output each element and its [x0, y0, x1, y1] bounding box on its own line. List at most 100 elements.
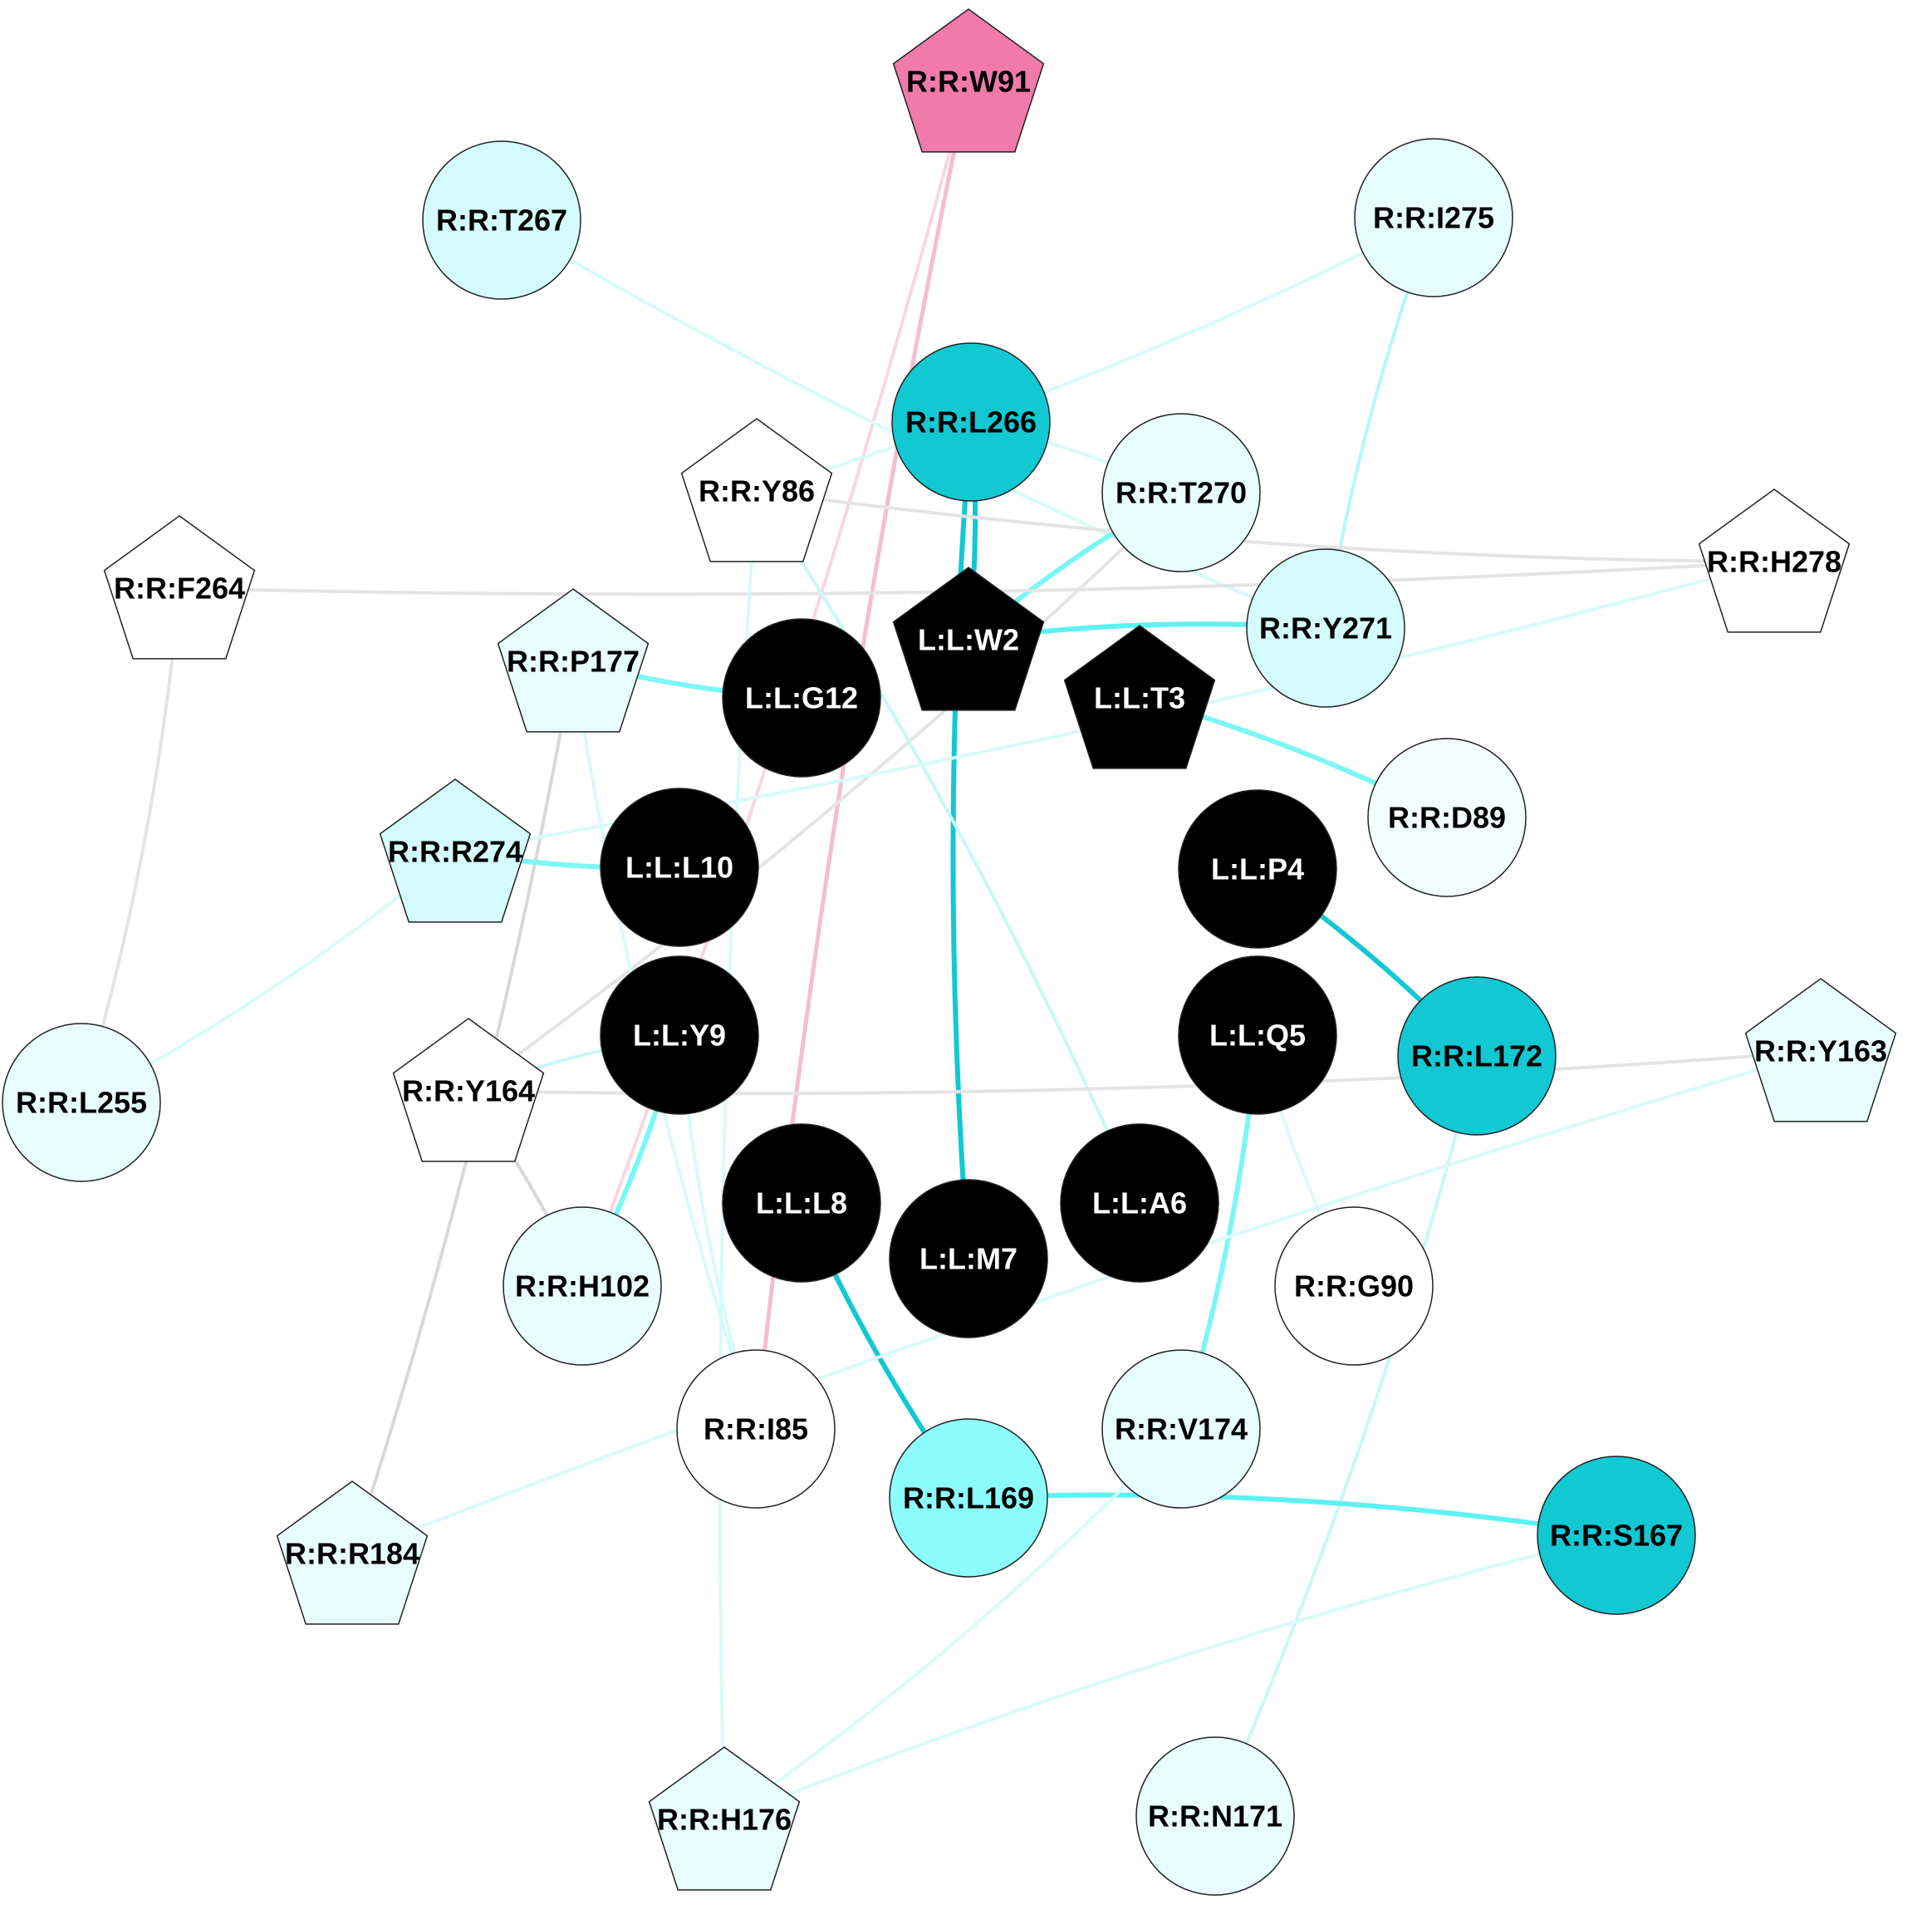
node-pentagon-y86	[680, 418, 833, 562]
node-h102: R:R:H102	[503, 1206, 662, 1366]
node-d89: R:R:D89	[1367, 738, 1527, 897]
node-y164: R:R:Y164	[392, 1018, 545, 1162]
node-v174: R:R:V174	[1101, 1349, 1261, 1509]
node-pentagon-r274	[379, 778, 532, 923]
node-g12: L:L:G12	[722, 618, 881, 778]
node-label-s167: R:R:S167	[1550, 1519, 1683, 1553]
edge-y86-a6	[755, 489, 1141, 1205]
node-label-p177: R:R:P177	[507, 645, 640, 679]
node-circle-a6	[1060, 1123, 1219, 1283]
edge-y163-r184	[351, 1049, 1822, 1555]
node-circle-l10	[600, 788, 759, 947]
node-r274: R:R:R274	[379, 778, 532, 923]
node-label-d89: R:R:D89	[1388, 801, 1506, 835]
node-circle-d89	[1367, 738, 1527, 897]
node-r184: R:R:R184	[276, 1480, 429, 1625]
node-pentagon-w2	[892, 567, 1045, 711]
node-circle-t270	[1101, 413, 1261, 572]
node-label-l172: R:R:L172	[1411, 1039, 1542, 1073]
node-circle-l8	[722, 1123, 881, 1283]
node-circle-p4	[1178, 789, 1337, 949]
node-g90: R:R:G90	[1274, 1206, 1434, 1366]
node-label-l8: L:L:L8	[756, 1186, 847, 1220]
node-label-g12: L:L:G12	[745, 681, 858, 715]
node-l255: R:R:L255	[2, 1023, 161, 1182]
node-n171: R:R:N171	[1135, 1736, 1295, 1896]
edge-s167-h176	[723, 1534, 1618, 1821]
node-label-t3: L:L:T3	[1094, 681, 1185, 715]
node-label-t267: R:R:T267	[436, 204, 567, 238]
node-label-r184: R:R:R184	[285, 1537, 419, 1571]
edge-v174-h176	[723, 1427, 1183, 1821]
node-w2: L:L:W2	[892, 567, 1045, 711]
edge-y86-h278	[755, 489, 1776, 563]
node-pentagon-y164	[392, 1018, 545, 1162]
node-label-y86: R:R:Y86	[699, 474, 815, 508]
node-circle-m7	[889, 1179, 1048, 1338]
node-circle-s167	[1537, 1456, 1696, 1615]
edge-i275-y86	[755, 216, 1435, 493]
node-circle-i85	[676, 1349, 836, 1509]
node-circle-v174	[1101, 1349, 1261, 1509]
node-label-l10: L:L:L10	[625, 851, 733, 885]
node-s167: R:R:S167	[1537, 1456, 1696, 1615]
node-label-w91: R:R:W91	[906, 65, 1031, 99]
node-label-i85: R:R:I85	[704, 1412, 808, 1446]
node-label-y164: R:R:Y164	[402, 1074, 535, 1108]
node-circle-i275	[1354, 138, 1513, 297]
node-pentagon-p177	[497, 588, 650, 733]
node-label-h102: R:R:H102	[515, 1269, 650, 1304]
node-y86: R:R:Y86	[680, 418, 833, 562]
node-label-y271: R:R:Y271	[1259, 611, 1392, 646]
node-l266: R:R:L266	[891, 342, 1051, 502]
node-label-f264: R:R:F264	[114, 572, 245, 606]
node-pentagon-r184	[276, 1480, 429, 1625]
node-label-a6: L:L:A6	[1092, 1186, 1187, 1220]
node-circle-l255	[2, 1023, 161, 1182]
node-circle-l172	[1397, 976, 1557, 1136]
node-y163: R:R:Y163	[1744, 978, 1897, 1122]
node-f264: R:R:F264	[103, 515, 256, 660]
node-label-w2: L:L:W2	[918, 623, 1019, 657]
node-pentagon-y163	[1744, 978, 1897, 1122]
node-l8: L:L:L8	[722, 1123, 881, 1283]
node-t270: R:R:T270	[1101, 413, 1261, 572]
node-circle-l266	[891, 342, 1051, 502]
node-label-i275: R:R:I275	[1373, 201, 1494, 235]
node-label-t270: R:R:T270	[1116, 476, 1247, 510]
node-t267: R:R:T267	[422, 140, 581, 300]
edge-l266-m7	[950, 420, 973, 1261]
node-label-n171: R:R:N171	[1148, 1799, 1282, 1834]
node-label-h278: R:R:H278	[1707, 545, 1841, 579]
node-pentagon-t3	[1063, 625, 1216, 769]
node-label-v174: R:R:V174	[1115, 1412, 1248, 1446]
node-i275: R:R:I275	[1354, 138, 1513, 297]
node-label-p4: L:L:P4	[1211, 852, 1304, 886]
node-pentagon-h278	[1698, 489, 1851, 633]
node-l172: R:R:L172	[1397, 976, 1557, 1136]
node-label-l255: R:R:L255	[16, 1086, 147, 1120]
node-y9: L:L:Y9	[600, 955, 759, 1115]
node-h278: R:R:H278	[1698, 489, 1851, 633]
node-circle-h102	[503, 1206, 662, 1366]
node-label-l169: R:R:L169	[903, 1481, 1034, 1515]
node-label-l266: R:R:L266	[905, 405, 1037, 439]
node-m7: L:L:M7	[889, 1179, 1048, 1338]
node-circle-y271	[1246, 548, 1405, 708]
node-p177: R:R:P177	[497, 588, 650, 733]
node-w91: R:R:W91	[892, 8, 1045, 153]
node-label-q5: L:L:Q5	[1209, 1019, 1306, 1053]
node-label-g90: R:R:G90	[1294, 1269, 1414, 1304]
node-label-y163: R:R:Y163	[1754, 1034, 1887, 1068]
node-circle-y9	[600, 955, 759, 1115]
node-h176: R:R:H176	[648, 1746, 801, 1891]
edge-t270-y164	[467, 491, 1183, 1092]
node-i85: R:R:I85	[676, 1349, 836, 1509]
node-a6: L:L:A6	[1060, 1123, 1219, 1283]
node-label-m7: L:L:M7	[919, 1242, 1017, 1276]
node-l10: L:L:L10	[600, 788, 759, 947]
node-circle-n171	[1135, 1736, 1295, 1896]
node-p4: L:L:P4	[1178, 789, 1337, 949]
